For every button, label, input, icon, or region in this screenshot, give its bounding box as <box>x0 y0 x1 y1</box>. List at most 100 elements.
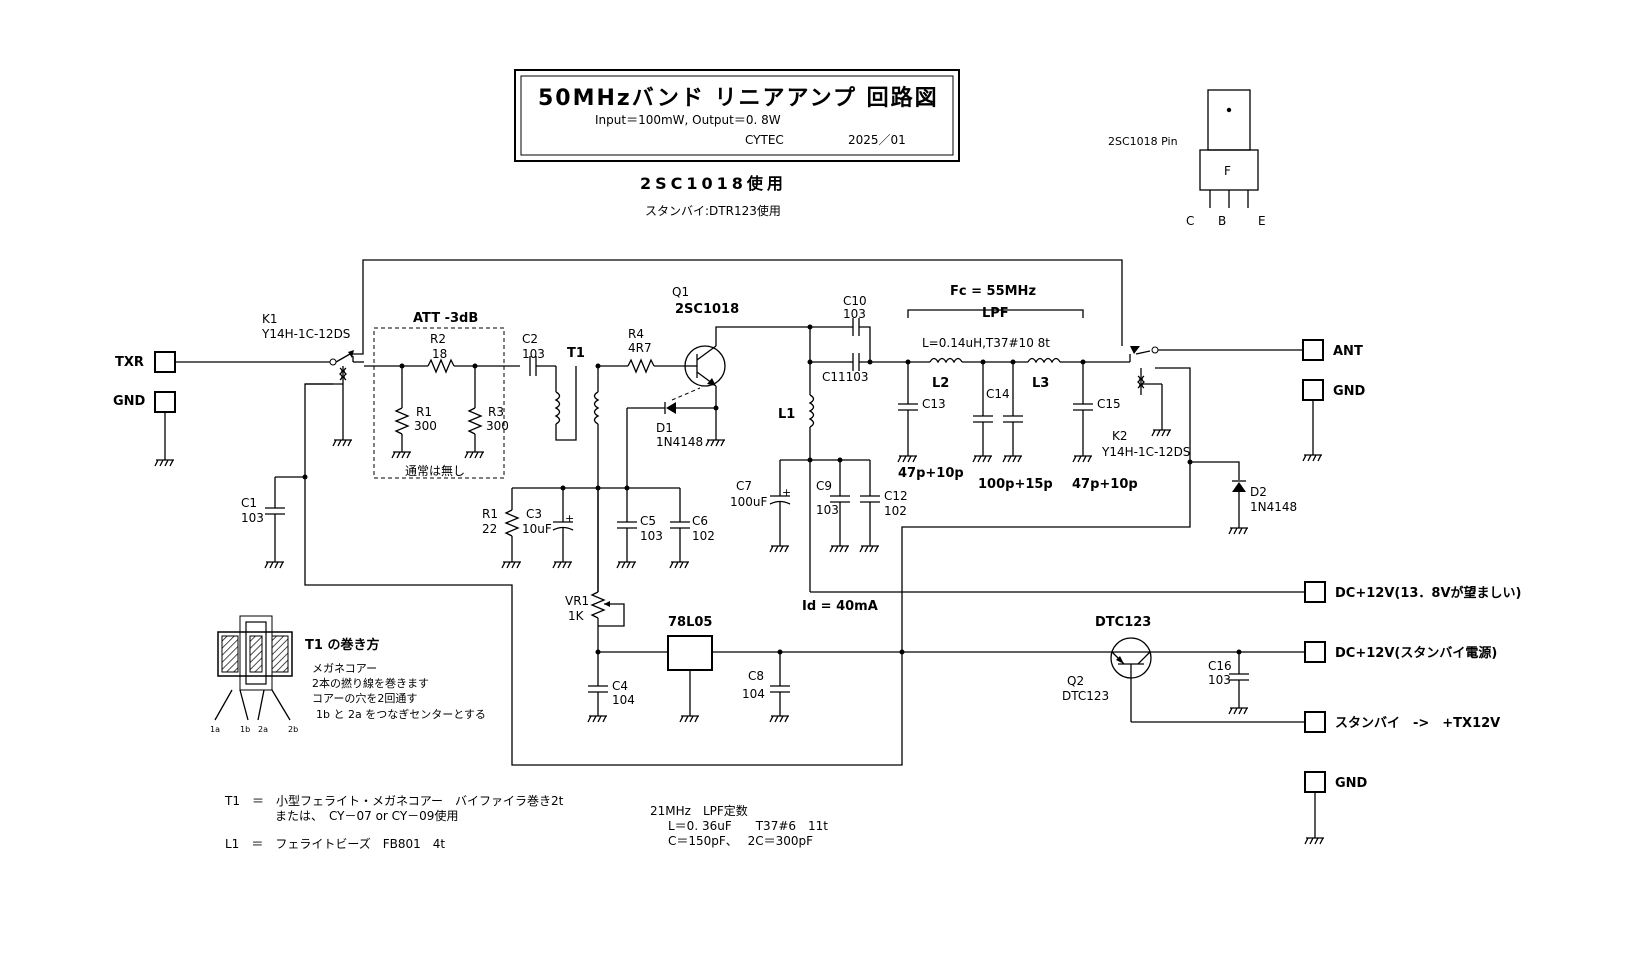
c16-val: 103 <box>1208 673 1231 687</box>
c5-ref: C5 <box>640 514 656 528</box>
dtc-label: DTC123 <box>1095 615 1151 630</box>
c9-ref: C9 <box>816 479 832 493</box>
t1-winding-line4: 1b と 2a をつなぎセンターとする <box>316 707 486 721</box>
note-l1: L1 ＝ フェライトビーズ FB801 4t <box>225 836 445 851</box>
k1-ref: K1 <box>262 312 278 326</box>
r3-ref: R3 <box>488 405 504 419</box>
c11-label: C11103 <box>822 370 869 384</box>
c3-ref: C3 <box>526 507 542 521</box>
capacitor-c16: C16 103 <box>1208 649 1249 715</box>
lval-label: L=0.14uH,T37#10 8t <box>922 336 1050 350</box>
id-label: Id = 40mA <box>802 599 878 614</box>
potentiometer-vr1: VR1 1K <box>565 488 625 655</box>
note-lpf21-l: L＝0. 36uF T37#6 11t <box>668 819 828 833</box>
pin-f: F <box>1224 164 1231 178</box>
port-gnd-bottom <box>1304 771 1326 793</box>
port-txr <box>154 351 176 373</box>
k1-part: Y14H-1C-12DS <box>261 327 350 341</box>
title-block: 50MHzバンド リニアアンプ 回路図 Input＝100mW, Output＝… <box>514 69 960 162</box>
c5-val: 103 <box>640 529 663 543</box>
capacitor-c4: C4 104 <box>587 652 635 723</box>
subtitle: 2SC1018使用 <box>640 174 787 193</box>
pin-1a: 1a <box>210 725 220 734</box>
relay-k2: K2 Y14H-1C-12DS <box>1101 346 1303 459</box>
resistor-r1: R1 22 <box>482 488 521 569</box>
l2-label: L2 <box>932 376 949 391</box>
d1-part: 1N4148 <box>656 435 703 449</box>
notes: T1 ＝ 小型フェライト・メガネコアー バイファイラ巻き2t または、 CY－0… <box>224 794 828 851</box>
pin-1b: 1b <box>240 725 250 734</box>
capacitor-c7: + C7 100uF <box>730 460 791 553</box>
port-dc12 <box>1304 581 1326 603</box>
t1-label: T1 <box>567 346 585 361</box>
diode-d2: D2 1N4148 <box>1228 480 1297 535</box>
capacitor-c12: C12 102 <box>859 460 908 553</box>
port-dc12-standby <box>1304 641 1326 663</box>
c8-ref: C8 <box>748 669 764 683</box>
transistor-q1: Q1 2SC1018 <box>672 285 810 447</box>
note-t1-line1: T1 ＝ 小型フェライト・メガネコアー バイファイラ巻き2t <box>224 794 564 808</box>
c14-ref: C14 <box>986 387 1010 401</box>
port-gnd-right <box>1302 379 1324 401</box>
r1a-ref: R1 <box>416 405 432 419</box>
resistor-r4: R4 4R7 <box>627 327 685 374</box>
q1-ref: Q1 <box>672 285 689 299</box>
transistor-q2: DTC123 Q2 DTC123 <box>1062 615 1305 723</box>
r1a-val: 300 <box>414 419 437 433</box>
lpf-label: LPF <box>982 306 1009 321</box>
transistor-package: 2SC1018 Pin F C B E <box>1108 89 1266 228</box>
pin-2b: 2b <box>288 725 298 734</box>
c15-ref: C15 <box>1097 397 1121 411</box>
note-lpf21-c: C＝150pF、 2C＝300pF <box>668 834 813 848</box>
inductor-l1: L1 <box>778 327 1305 593</box>
c2-ref: C2 <box>522 332 538 346</box>
attenuator: ATT -3dB R2 18 R1 300 R3 300 通常は無し <box>364 311 520 479</box>
c10-ref: C10 <box>843 294 867 308</box>
t1-winding-line1: メガネコアー <box>312 662 377 675</box>
c6-ref: C6 <box>692 514 708 528</box>
pin-2a: 2a <box>258 725 268 734</box>
c4-ref: C4 <box>612 679 628 693</box>
att-label: ATT -3dB <box>413 311 478 326</box>
title-date: 2025／01 <box>848 133 906 147</box>
c12-ref: C12 <box>884 489 908 503</box>
c8-val: 104 <box>742 687 765 701</box>
port-gnd-left <box>154 391 176 413</box>
c13-val: 47p+10p <box>898 466 964 481</box>
subtitle-standby: スタンバイ:DTR123使用 <box>645 203 781 218</box>
port-gnd-bottom-label: GND <box>1335 776 1368 791</box>
pin-e: E <box>1258 214 1266 228</box>
title-spec: Input＝100mW, Output＝0. 8W <box>595 113 781 127</box>
c7-val: 100uF <box>730 495 768 509</box>
capacitor-c2: C2 103 <box>522 332 556 376</box>
c10-val: 103 <box>843 307 866 321</box>
vr1-val: 1K <box>568 609 585 623</box>
port-gnd-right-label: GND <box>1333 384 1366 399</box>
port-ant-label: ANT <box>1333 344 1363 359</box>
l1-label: L1 <box>778 407 795 422</box>
port-gnd-left-label: GND <box>113 394 146 409</box>
pin-c: C <box>1186 214 1194 228</box>
t1-winding-illustration: 1a 1b 2a 2b T1 の巻き方 メガネコアー 2本の撚り線を巻きます コ… <box>210 615 486 734</box>
r1-val: 22 <box>482 522 497 536</box>
r1-ref: R1 <box>482 507 498 521</box>
q2-part: DTC123 <box>1062 689 1109 703</box>
d2-part: 1N4148 <box>1250 500 1297 514</box>
svg-text:+: + <box>565 512 574 525</box>
t1-winding-line3: コアーの穴を2回通す <box>312 691 417 705</box>
c3-val: 10uF <box>522 522 552 536</box>
capacitor-c10-c11: C10 103 C11103 <box>807 294 908 384</box>
capacitor-c1: C1 103 <box>241 477 285 569</box>
note-lpf21-title: 21MHz LPF定数 <box>650 803 748 818</box>
d1-ref: D1 <box>656 421 673 435</box>
r4-val: 4R7 <box>628 341 652 355</box>
fc-label: Fc = 55MHz <box>950 284 1036 299</box>
capacitor-c5: C5 103 <box>616 488 663 569</box>
c2-val: 103 <box>522 347 545 361</box>
d2-ref: D2 <box>1250 485 1267 499</box>
capacitor-c9: C9 103 <box>816 460 850 553</box>
c9-val: 103 <box>816 503 839 517</box>
pin-b: B <box>1218 214 1226 228</box>
r4-ref: R4 <box>628 327 644 341</box>
